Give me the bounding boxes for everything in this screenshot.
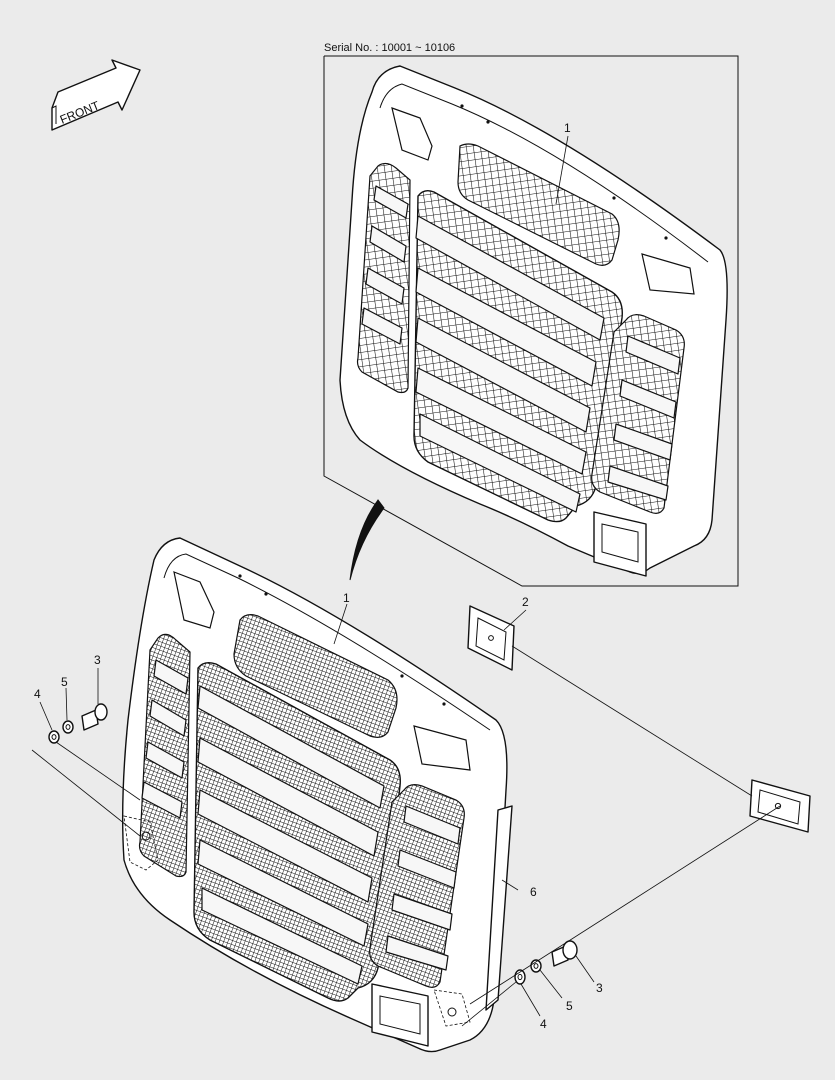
callout-3-left: 3	[94, 653, 101, 667]
callout-1-detail: 1	[564, 121, 571, 135]
callout-5-left: 5	[61, 675, 68, 689]
callout-2: 2	[522, 595, 529, 609]
detail-box: Serial No. : 10001 ~ 10106	[323, 42, 739, 587]
callout-3-right: 3	[596, 981, 603, 995]
part-plate	[467, 605, 811, 833]
grille-detail	[339, 65, 728, 577]
grille-main	[121, 537, 513, 1053]
callout-5-right: 5	[566, 999, 573, 1013]
seal-strip	[485, 805, 513, 1011]
serial-range-label: Serial No. : 10001 ~ 10106	[324, 42, 455, 54]
right-fasteners	[461, 805, 781, 1027]
front-arrow: FRONT	[51, 59, 141, 131]
callout-4-left: 4	[34, 687, 41, 701]
callout-6: 6	[530, 885, 537, 899]
left-fasteners	[31, 668, 141, 837]
callout-1-main: 1	[343, 591, 350, 605]
detail-connector	[349, 499, 385, 581]
callout-4-right: 4	[540, 1017, 547, 1031]
